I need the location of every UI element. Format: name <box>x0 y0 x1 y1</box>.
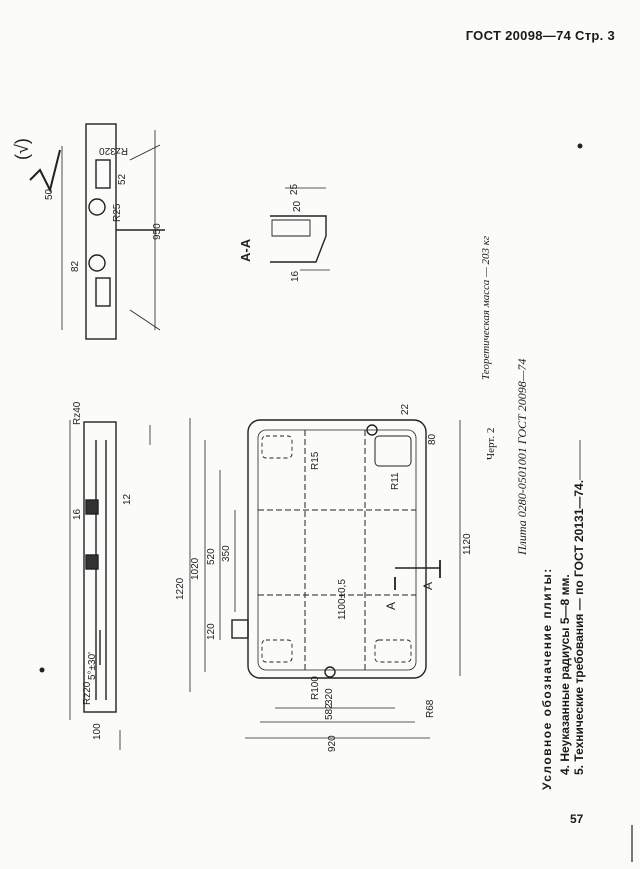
dim-82: 82 <box>70 260 81 272</box>
dim-950: 950 <box>152 223 163 240</box>
legend-item-5: 5. Технические требования — по ГОСТ 2013… <box>572 479 586 775</box>
dim-r68: R68 <box>425 699 436 718</box>
dim-25: 25 <box>289 183 300 195</box>
dim-22: 22 <box>400 403 411 415</box>
dim-r15: R15 <box>310 451 321 470</box>
dim-520: 520 <box>206 548 217 565</box>
dimension-labels: (√) 1220 1020 520 350 120 320 582 920 11… <box>12 138 473 752</box>
dim-320: 320 <box>324 688 335 705</box>
dim-r100: R100 <box>310 676 321 700</box>
dim-16: 16 <box>72 508 83 520</box>
dim-rz40: Rz40 <box>72 401 83 425</box>
dim-rz320: Rz320 <box>99 145 128 156</box>
dim-100: 100 <box>92 723 103 740</box>
dim-angle: 5°±30' <box>87 652 98 680</box>
side-section-view <box>69 420 151 750</box>
page-ref: Стр. 3 <box>575 28 615 43</box>
roughness-mark-icon <box>29 149 61 193</box>
dim-80: 80 <box>427 433 438 445</box>
section-aa-label: А-А <box>238 238 253 262</box>
dim-50: 50 <box>44 188 55 200</box>
designation-note: Плита 0280-0501001 ГОСТ 20098—74 <box>515 358 529 555</box>
dim-1020: 1020 <box>190 557 201 580</box>
dim-16-section: 16 <box>290 270 301 282</box>
dim-1120: 1120 <box>462 533 473 555</box>
dim-52: 52 <box>117 173 128 185</box>
mass-note: Теоретическая масса — 203 кг <box>480 235 492 380</box>
section-aa-detail <box>270 187 330 271</box>
roughness-symbol: (√) <box>12 138 32 160</box>
page-header: ГОСТ 20098—74 Стр. 3 <box>415 28 615 43</box>
page-number: 57 <box>570 812 584 826</box>
dim-120: 120 <box>206 623 217 640</box>
dim-582: 582 <box>324 703 335 720</box>
dim-rz20: Rz20 <box>82 681 93 705</box>
cut-label-a-right: А <box>421 582 435 590</box>
legend-title: Условное обозначение плиты: <box>540 567 554 790</box>
dim-r25: R25 <box>112 203 123 222</box>
standard-number: ГОСТ 20098—74 <box>465 28 572 43</box>
cut-label-a-left: А <box>384 602 398 610</box>
dim-hole: 1100±0,5 <box>337 579 348 620</box>
legend-item-4: 4. Неуказанные радиусы 5—8 мм. <box>558 574 572 775</box>
top-section-view <box>61 123 165 340</box>
dim-920: 920 <box>327 735 338 752</box>
dim-r11: R11 <box>390 472 401 490</box>
dim-12: 12 <box>122 493 133 505</box>
plan-view <box>189 418 461 739</box>
dim-1220: 1220 <box>175 577 186 600</box>
drawing-caption: Черт. 2 <box>485 427 497 460</box>
dim-20: 20 <box>292 200 303 212</box>
dim-350: 350 <box>221 545 232 562</box>
